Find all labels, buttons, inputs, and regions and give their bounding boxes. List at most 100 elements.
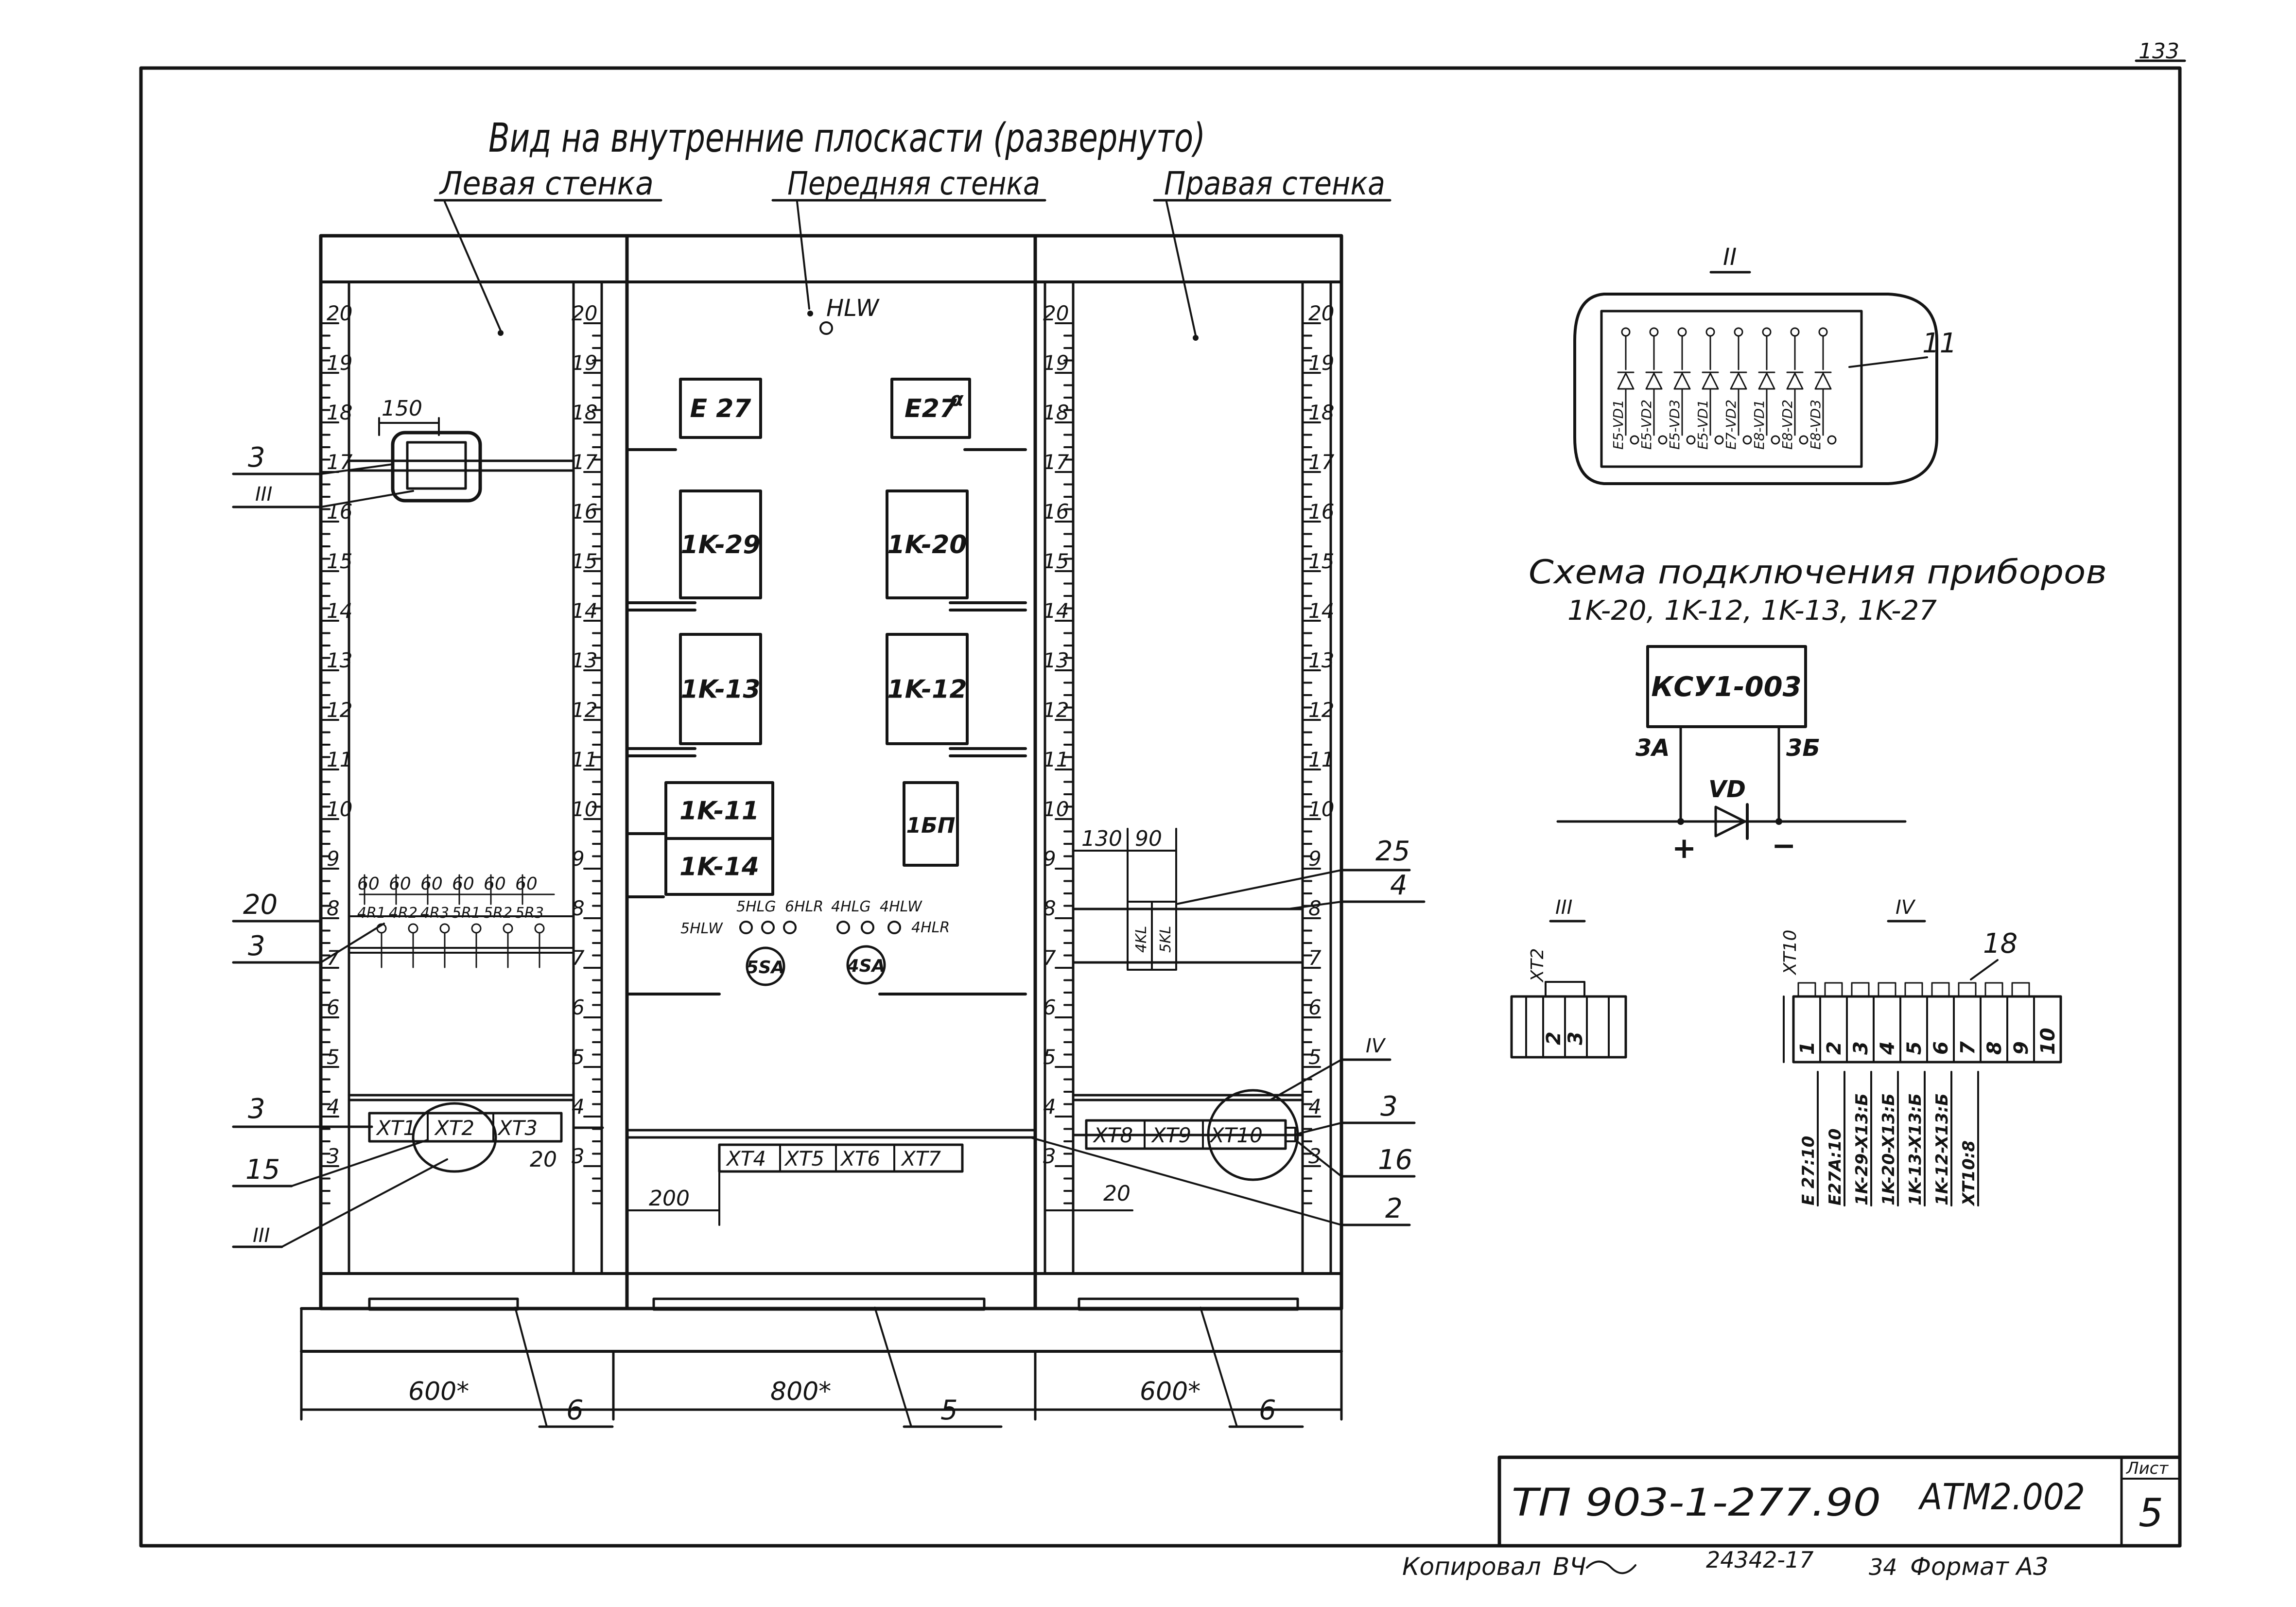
wire-label: 1K-12-X13:Б bbox=[1932, 1093, 1952, 1205]
diode-symbol bbox=[1814, 372, 1832, 390]
dim-130: 130 bbox=[1081, 826, 1122, 851]
cabinet-outline bbox=[300, 234, 1343, 1421]
sheet-corner-number: 133 bbox=[2139, 39, 2179, 64]
doc-number: ТП 903-1-277.90 bbox=[1512, 1481, 1881, 1525]
view-iv-title: IV bbox=[1896, 896, 1916, 919]
ruler-number: 4 bbox=[572, 1095, 585, 1118]
diode-terminal bbox=[1705, 327, 1715, 337]
ruler-number: 19 bbox=[1043, 351, 1069, 375]
ruler-number: 13 bbox=[1043, 648, 1069, 672]
terminal-label: XT8 bbox=[1093, 1123, 1133, 1147]
ruler-number: 11 bbox=[327, 748, 352, 771]
dim-60: 60 bbox=[389, 874, 411, 894]
device-label: 1БП bbox=[906, 813, 956, 838]
ruler-number: 14 bbox=[572, 599, 597, 623]
lamp-circle bbox=[761, 921, 775, 934]
dim-60: 60 bbox=[515, 874, 538, 894]
terminal-label: XT5 bbox=[784, 1147, 824, 1170]
ruler-number: 18 bbox=[572, 401, 597, 424]
ruler-number: 4 bbox=[327, 1095, 340, 1118]
lamp-circle bbox=[783, 921, 797, 934]
ruler-number: 5 bbox=[1308, 1045, 1322, 1069]
terminal-label: XT2 bbox=[434, 1116, 474, 1140]
ruler-number: 14 bbox=[327, 599, 352, 623]
ruler-number: 10 bbox=[1308, 797, 1334, 821]
terminal-cap bbox=[1824, 982, 1843, 997]
terminal-label: XT3 bbox=[497, 1116, 538, 1140]
dim-20-right: 20 bbox=[1103, 1181, 1131, 1206]
terminal-label: XT4 bbox=[726, 1147, 766, 1170]
bottom-dimensions: 600* 800* 600* 6 5 6 bbox=[300, 1307, 1343, 1428]
wire-label: E27A:10 bbox=[1826, 1129, 1845, 1205]
callout-3b: 3 bbox=[248, 930, 265, 962]
ruler-number: 17 bbox=[1043, 450, 1069, 474]
relay-label: 5KL bbox=[1157, 926, 1174, 953]
schema-minus: − bbox=[1772, 829, 1796, 863]
dim-60: 60 bbox=[357, 874, 380, 894]
device-label: E 27 bbox=[690, 394, 752, 423]
diode-label: E8-VD2 bbox=[1779, 400, 1795, 450]
schema-pin-b: 3Б bbox=[1786, 734, 1820, 762]
schema-device: КСУ1-003 bbox=[1651, 671, 1801, 703]
terminal-cap bbox=[1878, 982, 1896, 997]
doc-code: АТМ2.002 bbox=[1918, 1476, 2085, 1518]
lamp-circle bbox=[836, 921, 850, 934]
ruler-number: 10 bbox=[1043, 797, 1069, 821]
bottom-label-5: 5 bbox=[940, 1395, 958, 1426]
device-box bbox=[890, 378, 971, 439]
view-ii: II 11 bbox=[1573, 244, 1957, 485]
footer: Копировал ВЧ 24342-17 34 Формат А3 bbox=[1402, 1547, 2049, 1581]
ruler-number: 12 bbox=[1308, 698, 1334, 722]
switch-label: 4SA bbox=[847, 956, 886, 976]
device-box bbox=[679, 633, 762, 745]
view-iii-pin-2: 2 bbox=[1543, 1031, 1565, 1045]
footer-number: 24342-17 bbox=[1706, 1547, 1813, 1573]
ruler-number: 3 bbox=[572, 1144, 585, 1168]
ruler-number: 11 bbox=[572, 748, 597, 771]
view-iv: IV XT10 18 bbox=[1780, 896, 2062, 1064]
ruler-number: 6 bbox=[1308, 996, 1322, 1019]
resistor-label: 4R3 bbox=[420, 905, 449, 922]
dim-600-left: 600* bbox=[408, 1377, 469, 1406]
ruler-number: 20 bbox=[327, 301, 352, 325]
ruler-number: 15 bbox=[1043, 549, 1069, 573]
lamp-circle bbox=[739, 921, 753, 934]
ruler-number: 13 bbox=[572, 648, 597, 672]
diode-label: E7-VD2 bbox=[1723, 400, 1739, 450]
diode-label: E5-VD2 bbox=[1638, 400, 1654, 450]
ruler-number: 7 bbox=[1043, 946, 1056, 970]
ruler-number: 8 bbox=[1043, 896, 1056, 920]
diode-terminal bbox=[1649, 327, 1659, 337]
view-ii-title: II bbox=[1723, 244, 1737, 271]
device-label: 1K-11 bbox=[679, 797, 759, 826]
callout-18: 18 bbox=[1983, 928, 2018, 960]
terminal-label: XT10 bbox=[1209, 1123, 1263, 1147]
lamp-label: 5HLW bbox=[680, 920, 723, 937]
device-label: 1K-12 bbox=[887, 675, 967, 704]
ruler-number: 4 bbox=[1043, 1095, 1056, 1118]
ruler-number: 6 bbox=[572, 996, 585, 1019]
callouts: 3 III 20 3 3 15 III 25 4 IV 3 16 bbox=[232, 442, 1426, 1248]
view-titles: Вид на внутренние плоскасти (развернуто)… bbox=[434, 115, 1392, 341]
ruler-number: 6 bbox=[327, 996, 340, 1019]
wire-label: E 27:10 bbox=[1799, 1136, 1818, 1205]
terminal-label: XT7 bbox=[901, 1147, 941, 1170]
diode-symbol bbox=[1786, 372, 1804, 390]
ruler-number: 16 bbox=[1043, 500, 1069, 524]
ruler-number: 6 bbox=[1043, 996, 1056, 1019]
ruler-number: 10 bbox=[327, 797, 352, 821]
resistor-terminal bbox=[471, 923, 482, 934]
right-wall-panel: 130 90 20 bbox=[1044, 826, 1304, 1226]
ruler-number: 19 bbox=[572, 351, 597, 375]
footer-copied: Копировал bbox=[1402, 1553, 1541, 1581]
ruler-number: 9 bbox=[1308, 847, 1322, 871]
ruler-number: 9 bbox=[327, 847, 340, 871]
terminal-pin-number: 6 bbox=[1930, 1041, 1952, 1055]
bottom-label-6-left: 6 bbox=[566, 1395, 584, 1426]
ruler-number: 13 bbox=[327, 648, 352, 672]
view-iii-block: XT2 bbox=[1528, 948, 1548, 983]
diode-symbol bbox=[1617, 372, 1635, 390]
